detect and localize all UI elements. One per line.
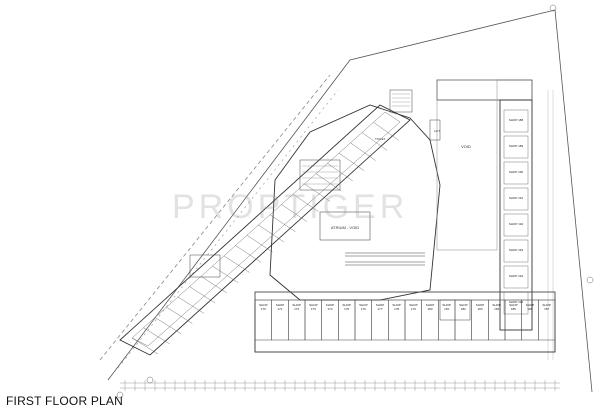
escalators <box>345 252 425 266</box>
shop-number: 177 <box>377 307 382 311</box>
shop-number: 185 <box>511 307 516 311</box>
grid-ticks <box>124 380 556 391</box>
shop-cell-bottom <box>538 299 556 341</box>
shop-number: 170 <box>261 307 266 311</box>
plan-title: FIRST FLOOR PLAN <box>6 394 124 408</box>
shop-number: 181 <box>444 307 449 311</box>
shop-number: 175 <box>344 307 349 311</box>
shop-label: SHOP <box>476 303 485 307</box>
right-grid <box>547 90 554 360</box>
shop-label: SHOP <box>292 303 301 307</box>
atrium-label: ATRIUM - VOID <box>331 225 359 230</box>
shop-number: 180 <box>427 307 432 311</box>
shop-label: SHOP <box>309 303 318 307</box>
watermark: PROPTIGER <box>172 188 409 226</box>
grid-bubbles <box>116 4 594 399</box>
shop-number: 178 <box>394 307 399 311</box>
shop-cell-right <box>503 239 529 263</box>
shop-cell-right <box>503 135 529 159</box>
site-boundary <box>99 9 593 393</box>
shop-label: SHOP <box>442 303 451 307</box>
shop-label: SHOP <box>359 303 368 307</box>
shop-label: SHOP 189 <box>509 144 524 148</box>
shop-label: SHOP <box>492 303 501 307</box>
shop-label: SHOP <box>326 303 335 307</box>
shop-label: SHOP <box>509 303 518 307</box>
shop-number: 179 <box>411 307 416 311</box>
right-wing: VOID <box>436 79 533 331</box>
shop-label: SHOP 188 <box>509 118 524 122</box>
core-hatching <box>302 93 410 185</box>
shop-number: 174 <box>327 307 332 311</box>
stair-cores <box>189 89 471 321</box>
shop-number: 172 <box>294 307 299 311</box>
toilet-label: TOILET <box>375 137 386 141</box>
shop-label: SHOP 194 <box>509 274 524 278</box>
shop-number: 176 <box>361 307 366 311</box>
shop-label: SHOP 193 <box>509 248 524 252</box>
shop-label: SHOP 195 <box>509 300 524 304</box>
shop-label: SHOP <box>342 303 351 307</box>
shop-label: SHOP 192 <box>509 222 524 226</box>
shop-number: 171 <box>277 307 282 311</box>
shop-label: SHOP <box>376 303 385 307</box>
shop-cell-right <box>503 265 529 289</box>
shop-number: 183 <box>477 307 482 311</box>
shop-label: SHOP <box>259 303 268 307</box>
lift-label: LIFT <box>434 129 440 133</box>
shop-cell-right <box>503 109 529 133</box>
shop-cell-right <box>503 213 529 237</box>
void-label: VOID <box>461 144 471 149</box>
diagonal-wing <box>119 104 411 356</box>
shop-number: 184 <box>494 307 499 311</box>
atrium-void <box>319 211 371 241</box>
shop-cell-right <box>503 161 529 185</box>
grid-ruler <box>120 382 560 389</box>
bottom-shop-cells: SHOP170SHOP171SHOP172SHOP173SHOP174SHOP1… <box>254 299 556 341</box>
shop-label: SHOP <box>409 303 418 307</box>
shop-label: SHOP <box>542 303 551 307</box>
shop-number: 187 <box>544 307 549 311</box>
shop-label: SHOP <box>426 303 435 307</box>
diagonal-shop-cells <box>131 122 399 355</box>
shop-number: 186 <box>527 307 532 311</box>
shop-label: SHOP <box>459 303 468 307</box>
shop-label: SHOP <box>392 303 401 307</box>
shop-label: SHOP <box>526 303 535 307</box>
shop-label: SHOP 190 <box>509 170 524 174</box>
shop-label: SHOP 191 <box>509 196 524 200</box>
shop-number: 173 <box>311 307 316 311</box>
shop-label: SHOP <box>276 303 285 307</box>
shop-cell-right <box>503 187 529 211</box>
shop-number: 182 <box>461 307 466 311</box>
